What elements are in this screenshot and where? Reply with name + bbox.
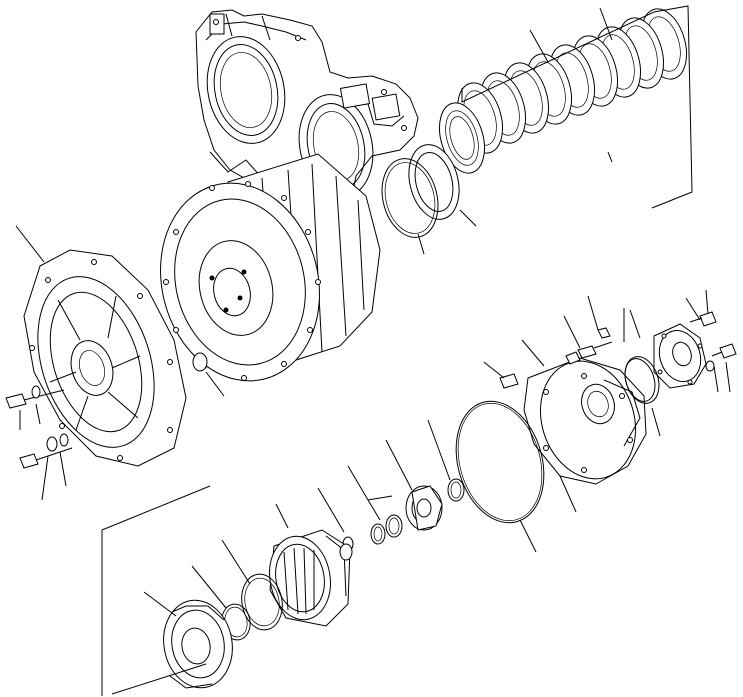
bearing-collar: [317, 439, 443, 552]
assembly-bracket-line: [101, 485, 211, 696]
cover-bolts-washers: [5, 385, 73, 501]
front-cover-plate: [15, 225, 225, 467]
clutch-drum-bottom: [269, 503, 353, 627]
gear-carrier-bottom: [143, 591, 233, 689]
o-rings-middle: [427, 356, 660, 553]
clutch-piston-seals: [381, 144, 477, 255]
clutch-disc-stack: [439, 5, 693, 209]
retainer-housing: [521, 309, 661, 513]
clutch-housing-drum: [160, 153, 381, 382]
end-cover-hub: [653, 289, 737, 393]
small-bolts-right: [483, 295, 625, 389]
